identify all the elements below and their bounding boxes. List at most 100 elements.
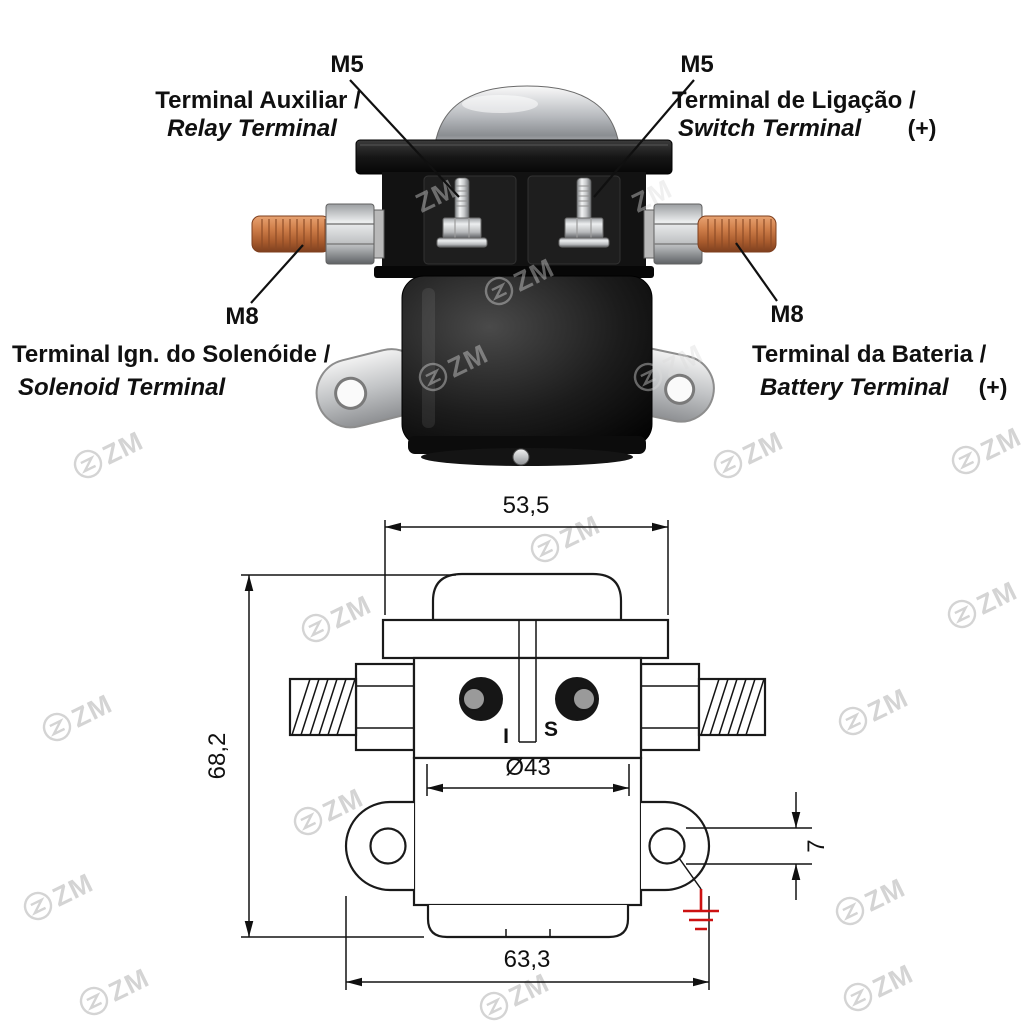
hex-nut-left-outline [354,662,416,752]
zm-logo-icon [843,982,873,1012]
hex-nut [442,217,482,239]
zm-watermark: ZM [23,868,98,921]
mount-hole [664,373,696,405]
m5-stud-right [558,177,610,248]
leader-line-relay [349,79,460,198]
washer [558,237,610,248]
zm-watermark: ZM [301,590,376,643]
zm-watermark: ZM [42,689,117,742]
flange-outline [381,618,670,660]
zm-logo-icon [947,599,977,629]
solenoid-terminal-size: M8 [225,303,258,330]
leader-line-solenoid [250,244,304,304]
zm-watermark: ZM [835,873,910,926]
hex-nut [564,217,604,239]
watermark-text: ZM [738,426,788,471]
upper-housing [355,139,673,270]
stud [576,177,592,223]
zm-logo-icon [530,533,560,563]
base [408,436,646,466]
m8-stud-right [643,203,777,265]
washer [373,209,385,259]
technical-drawing: I S 53,5 68,2 Ø43 7 [204,492,830,990]
switch-terminal-polarity: (+) [908,115,937,141]
dim-arrow [791,812,801,828]
mounting-ear-left [315,348,427,429]
solenoid-body [401,275,653,447]
hex-nut [325,203,375,265]
solenoid-terminal-label-en: Solenoid Terminal [18,374,226,401]
dim-arrow [613,783,629,793]
dim-arrow [693,977,709,987]
solenoid-terminal-label-pt: Terminal Ign. do Solenóide / [12,341,331,368]
center-slot [518,620,537,743]
zm-logo-icon [23,891,53,921]
zm-watermark: ZM [838,683,913,736]
m8-stud-left [251,203,385,265]
dimension-hole: 7 [686,792,830,900]
hex-nut-facets [356,685,699,729]
step-flange [374,266,654,278]
watermark-text: ZM [326,590,376,635]
zm-watermark: ZM [79,963,154,1016]
dimension-mount-width: 63,3 [345,896,710,990]
hex-nut-right-outline [639,662,701,752]
zm-watermark: ZM [951,422,1024,475]
relay-terminal-label-en: Relay Terminal [167,115,338,142]
watermark-text: ZM [868,959,918,1004]
zm-logo-icon [479,991,509,1021]
bottom-cap-seams [505,929,551,937]
terminal-right-stud [572,687,596,711]
zm-logo-icon [484,276,514,306]
zm-logo-icon [79,986,109,1016]
watermark-text: ZM [860,873,910,918]
zm-logo-icon [293,806,323,836]
zm-logo-icon [42,712,72,742]
mount-hole-left [369,827,407,865]
stud-right-thread-hatch [700,678,765,736]
mount-hole [334,376,368,410]
zm-logo-icon [633,362,663,392]
watermark-text: ZM [104,963,154,1008]
dim-arrow [427,783,443,793]
watermark-text: ZM [48,868,98,913]
leader-line-battery [735,242,778,302]
dim-body-diameter-value: Ø43 [505,754,550,781]
body-outline [412,656,643,760]
switch-terminal-size: M5 [680,51,713,78]
zm-logo-icon [951,445,981,475]
zm-logo-icon [835,896,865,926]
zm-watermark: ZM [843,959,918,1012]
m5-stud-left [436,177,488,248]
dim-arrow [244,921,254,937]
dim-mount-width-value: 63,3 [504,946,551,973]
zm-watermark: ZM [713,426,788,479]
dim-hole-value: 7 [803,839,830,852]
photo-callouts: M5 Terminal Auxiliar / Relay Terminal M5… [12,51,1007,401]
dim-top-width-value: 53,5 [503,492,550,519]
watermark-text: ZM [976,422,1024,467]
relay-terminal-label-pt: Terminal Auxiliar / [155,87,361,114]
base-bolt [512,448,530,466]
zm-watermark: ZM [947,576,1022,629]
mount-hole-right [648,827,686,865]
switch-terminal-label-en: Switch Terminal [678,115,862,142]
dim-height-value: 68,2 [204,733,231,780]
switch-terminal-label-pt: Terminal de Ligação / [672,87,916,114]
hex-nut [653,203,703,265]
dimension-body-diameter: Ø43 [426,754,630,796]
washer [436,237,488,248]
watermark-text: ZM [98,426,148,471]
ground-symbol [678,857,719,931]
dimension-top-width: 53,5 [384,492,669,615]
zm-watermark: ZM [73,426,148,479]
washer [643,209,655,259]
chrome-cap [433,85,621,153]
battery-terminal-polarity: (+) [979,374,1008,400]
zm-watermark: ZM [479,968,554,1021]
earth-ground-icon [683,889,719,931]
dim-arrow [791,864,801,880]
zm-logo-icon [838,706,868,736]
stud-left-thread-hatch [291,678,356,736]
watermark-text: ZM [555,510,605,555]
